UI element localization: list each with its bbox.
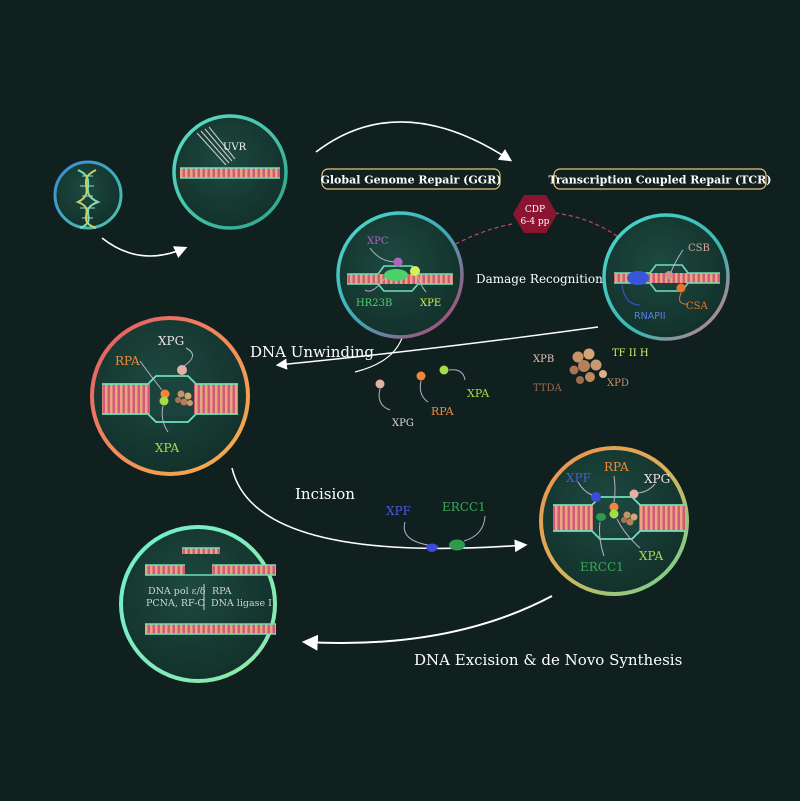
cdp-badge: CDP 6-4 pp xyxy=(513,195,557,233)
xpf-label: XPF xyxy=(386,504,411,518)
tcr-label: Transcription Coupled Repair (TCR) xyxy=(548,174,771,187)
dna-pol-label: DNA pol ε/δ xyxy=(148,586,206,597)
xpe-label: XPE xyxy=(420,298,441,309)
cdp-sub-label: 6-4 pp xyxy=(521,217,550,227)
xpa-label: XPA xyxy=(639,549,664,563)
ggr-label-box: Global Genome Repair (GGR) xyxy=(320,168,502,190)
xpa-protein xyxy=(159,396,169,406)
xpb-label: XPB xyxy=(533,354,554,365)
gapped-dna-strand xyxy=(145,564,276,576)
xpg-label: XPG xyxy=(158,334,184,348)
tfiih-subunit xyxy=(583,348,595,360)
hr23b-label: HR23B xyxy=(356,298,392,309)
rpa-label: RPA xyxy=(431,405,455,418)
ercc1-protein xyxy=(596,513,606,521)
incision-circle: XPF RPA XPG ERCC1 XPA xyxy=(539,446,689,596)
rpa-label: RPA xyxy=(212,586,232,597)
cdp-label: CDP xyxy=(525,205,545,215)
tfiih-subunit xyxy=(599,370,607,378)
ttda-label: TTDA xyxy=(533,383,563,394)
hr23b-protein xyxy=(384,269,408,281)
xpa-protein xyxy=(439,365,449,375)
xpc-label: XPC xyxy=(367,236,389,247)
arrow-ggr-to-unwinding xyxy=(354,334,404,373)
tfiih-subunit xyxy=(590,359,602,371)
pcna-label: PCNA, RF-C xyxy=(146,598,205,609)
csb-label: CSB xyxy=(688,243,710,254)
rpa-protein xyxy=(609,502,619,512)
incision-label: Incision xyxy=(295,485,355,503)
rpa-protein xyxy=(416,371,426,381)
tfiih-cluster: XPB TF II H TTDA XPD xyxy=(533,348,649,394)
ercc1-label: ERCC1 xyxy=(442,500,486,514)
tcr-circle: CSB CSA RNAPII xyxy=(602,213,730,341)
csa-protein xyxy=(676,283,686,293)
csb-protein xyxy=(665,271,673,279)
uvr-label: UVR xyxy=(223,142,247,153)
uvr-circle: UVR xyxy=(172,114,288,230)
xpe-protein xyxy=(410,266,420,276)
csa-label: CSA xyxy=(686,301,709,312)
xpg-protein xyxy=(629,489,639,499)
xpg-protein xyxy=(375,379,385,389)
xpf-label: XPF xyxy=(566,471,591,485)
xpf-protein xyxy=(426,543,438,552)
rnapii-label: RNAPII xyxy=(634,311,666,322)
tfiih-subunit xyxy=(578,360,590,372)
xpf-protein xyxy=(591,492,601,502)
uvr-dna-strand xyxy=(180,167,280,179)
dna-helix-icon xyxy=(75,169,101,229)
ercc1-label: ERCC1 xyxy=(580,560,624,574)
arrow-recognition-to-unwinding xyxy=(275,326,599,370)
tfiih-cluster-small xyxy=(175,390,193,406)
xpc-protein xyxy=(393,257,403,267)
rnapii-protein xyxy=(627,271,649,285)
excised-fragment xyxy=(182,547,220,554)
arrow-incision-to-synthesis xyxy=(301,595,553,651)
dna-unwinding-label: DNA Unwinding xyxy=(250,343,374,361)
xpa-label: XPA xyxy=(155,441,180,455)
free-factors: XPG RPA XPA xyxy=(375,365,490,429)
xpg-label: XPG xyxy=(644,472,670,486)
tfiih-cluster-small xyxy=(621,511,638,526)
excision-label: DNA Excision & de Novo Synthesis xyxy=(414,651,682,669)
unwinding-circle: RPA XPG XPA xyxy=(90,316,250,476)
ercc1-protein xyxy=(449,539,465,551)
tf2h-label: TF II H xyxy=(612,348,649,359)
damage-recognition-label: Damage Recognition xyxy=(476,272,603,286)
xpd-label: XPD xyxy=(607,378,629,389)
tfiih-subunit xyxy=(576,376,584,384)
tfiih-subunit xyxy=(572,351,584,363)
tcr-label-box: Transcription Coupled Repair (TCR) xyxy=(548,168,772,190)
rpa-protein xyxy=(160,389,170,399)
tfiih-subunit xyxy=(569,365,579,375)
arrow-uvr-to-repair xyxy=(315,121,513,162)
rpa-label: RPA xyxy=(115,354,140,368)
arrow-helix-to-uvr xyxy=(101,237,188,259)
xpa-protein xyxy=(609,509,619,519)
uv-rays xyxy=(196,126,236,166)
ggr-circle: XPC HR23B XPE xyxy=(336,211,464,339)
tfiih-subunit xyxy=(585,372,595,382)
xpa-label: XPA xyxy=(467,387,490,400)
ggr-label: Global Genome Repair (GGR) xyxy=(320,174,501,187)
rpa-label: RPA xyxy=(604,460,629,474)
synthesis-circle: DNA pol ε/δ PCNA, RF-C RPA DNA ligase I xyxy=(119,525,277,683)
repaired-dna-strand xyxy=(145,623,276,635)
xpg-protein xyxy=(177,365,187,375)
dna-helix-circle xyxy=(53,160,123,230)
xpg-label: XPG xyxy=(392,418,414,429)
incision-factors: XPF ERCC1 xyxy=(386,500,486,552)
dna-ligase-label: DNA ligase I xyxy=(211,598,272,609)
